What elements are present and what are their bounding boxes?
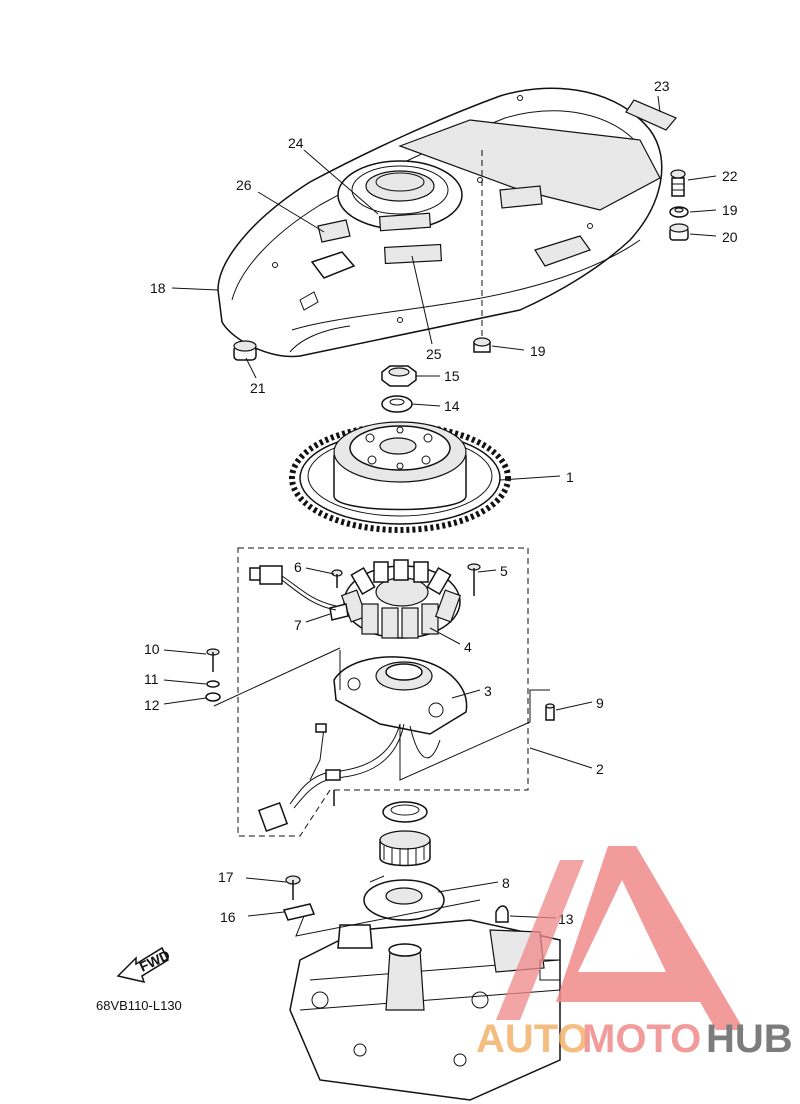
ring-upper bbox=[382, 801, 428, 823]
fwd-label: FWD bbox=[137, 947, 173, 975]
callout-8: 8 bbox=[502, 875, 510, 891]
brand-watermark: AUTO MOTO HUB bbox=[476, 846, 793, 1061]
callout-26: 26 bbox=[236, 177, 252, 193]
callout-10: 10 bbox=[144, 641, 160, 657]
pulser-coil-base-3 bbox=[333, 650, 468, 735]
screw-17 bbox=[285, 875, 301, 900]
callout-14: 14 bbox=[444, 398, 460, 414]
watermark-text-auto: AUTO bbox=[476, 1017, 589, 1061]
callout-20: 20 bbox=[722, 229, 738, 245]
callout-11: 11 bbox=[144, 671, 159, 687]
pin-9 bbox=[545, 703, 555, 721]
collar-19-top bbox=[669, 206, 689, 218]
washer-14 bbox=[381, 395, 413, 413]
lead-connector-top bbox=[249, 565, 337, 611]
bolt-22 bbox=[670, 169, 686, 197]
wiring-harness bbox=[257, 723, 441, 833]
callout-4: 4 bbox=[464, 639, 472, 655]
plate-8 bbox=[363, 875, 445, 921]
key-13 bbox=[495, 905, 509, 923]
bolt-10 bbox=[206, 648, 220, 672]
callout-21: 21 bbox=[250, 380, 266, 396]
callout-2: 2 bbox=[596, 761, 604, 777]
callout-25: 25 bbox=[426, 346, 442, 362]
screw-5 bbox=[467, 563, 481, 596]
collar-19-bottom bbox=[473, 337, 491, 353]
clamp-7 bbox=[329, 603, 349, 621]
watermark-text-moto: MOTO bbox=[582, 1017, 701, 1061]
watermark-text-hub: HUB bbox=[706, 1017, 793, 1061]
callout-6: 6 bbox=[294, 559, 302, 575]
callout-19-bottom: 19 bbox=[530, 343, 546, 359]
callout-12: 12 bbox=[144, 697, 160, 713]
gear-lower bbox=[379, 830, 431, 867]
callout-19-top: 19 bbox=[722, 202, 738, 218]
leader-lines bbox=[163, 95, 717, 937]
callout-18: 18 bbox=[150, 280, 166, 296]
callout-22: 22 bbox=[722, 168, 738, 184]
grommet-20 bbox=[669, 223, 689, 241]
cover-hardware bbox=[233, 99, 689, 361]
callout-1: 1 bbox=[566, 469, 574, 485]
drawing-code: 68VB110-L130 bbox=[96, 998, 182, 1013]
assembly-2-box bbox=[237, 547, 529, 837]
callout-24: 24 bbox=[288, 135, 304, 151]
decal-23 bbox=[625, 99, 677, 131]
callout-15: 15 bbox=[444, 368, 460, 384]
flywheel-cover bbox=[217, 87, 663, 358]
stator-coil-4 bbox=[340, 559, 462, 639]
lockwasher-11 bbox=[206, 680, 220, 688]
grommet-21 bbox=[233, 340, 257, 361]
clip-16 bbox=[282, 903, 316, 921]
watermark-triangle-icon bbox=[556, 846, 744, 1030]
washer-12 bbox=[205, 692, 221, 702]
callout-9: 9 bbox=[596, 695, 604, 711]
part-callouts: 1 2 3 4 5 6 7 8 9 10 11 12 13 14 15 16 1… bbox=[144, 78, 738, 927]
fwd-arrow-icon bbox=[116, 946, 169, 984]
callout-3: 3 bbox=[484, 683, 492, 699]
engine-block bbox=[289, 919, 561, 1101]
nut-15 bbox=[381, 365, 417, 387]
flywheel-1 bbox=[289, 421, 511, 533]
screw-6 bbox=[331, 569, 343, 588]
callout-16: 16 bbox=[220, 909, 236, 925]
callout-7: 7 bbox=[294, 617, 302, 633]
callout-17: 17 bbox=[218, 869, 234, 885]
callout-5: 5 bbox=[500, 563, 508, 579]
callout-23: 23 bbox=[654, 78, 670, 94]
